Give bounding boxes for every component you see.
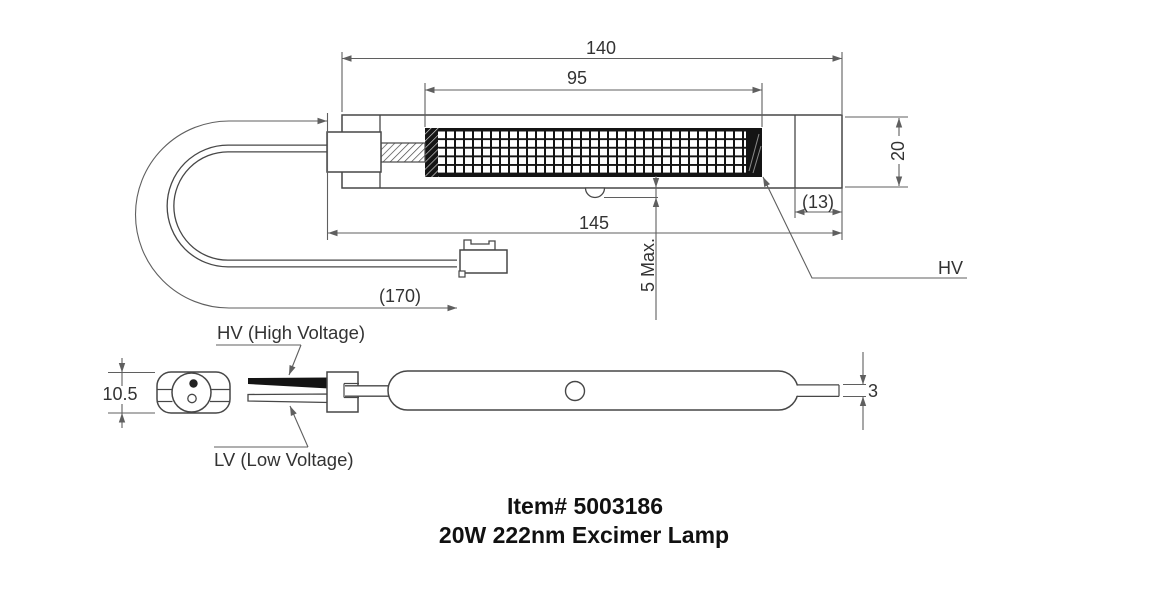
- item-number-title: Item# 5003186: [507, 493, 663, 519]
- lamp-cable-block: [326, 131, 382, 173]
- mesh-left-hatch: [425, 128, 439, 177]
- tip-mask: [795, 385, 841, 396]
- dim-10p5-label: 10.5: [102, 384, 137, 404]
- tube-center-port: [564, 380, 586, 402]
- dim-13-label: (13): [802, 192, 834, 212]
- dim-170-label: (170): [379, 286, 421, 306]
- product-name-title: 20W 222nm Excimer Lamp: [439, 522, 729, 548]
- exhaust-tip-bump: [584, 187, 606, 199]
- electrode-mesh: [425, 128, 762, 177]
- dim-145-label: 145: [579, 213, 609, 233]
- hv-pin: [189, 379, 198, 388]
- dim-20-label: 20: [888, 141, 908, 161]
- dim-140-label: 140: [586, 38, 616, 58]
- lv-pin: [187, 393, 197, 404]
- lamp-tube-side-view: [387, 370, 799, 411]
- lamp-neck: [345, 385, 391, 397]
- hv-callout-label: HV: [938, 258, 963, 278]
- plug-latch: [463, 239, 496, 251]
- title-block: Item# 5003186 20W 222nm Excimer Lamp: [439, 493, 729, 548]
- dim-5max-label: 5 Max.: [638, 238, 658, 292]
- cable-plug-connector: [458, 239, 508, 278]
- side-view-dimension-lines: [108, 344, 866, 448]
- hv-wire-label: HV (High Voltage): [217, 322, 365, 343]
- lv-wire: [247, 393, 330, 404]
- hv-wire: [248, 377, 329, 389]
- side-view-drawing: 10.5 3 HV (High Voltage) LV (Low Voltage…: [102, 322, 878, 470]
- lamp-tip: [797, 384, 840, 398]
- electrode-rod-hatched: [380, 142, 426, 163]
- lv-wire-label: LV (Low Voltage): [214, 449, 354, 470]
- plug-nub: [458, 270, 466, 278]
- dim-95-label: 95: [567, 68, 587, 88]
- plug-face-circle: [171, 372, 212, 413]
- top-view-drawing: 140 95 145 (170) (13) 20 5 Max. HV: [135, 38, 967, 320]
- plug-end-view: [156, 371, 231, 414]
- power-cable: [166, 144, 457, 268]
- dim-3-label: 3: [868, 381, 878, 401]
